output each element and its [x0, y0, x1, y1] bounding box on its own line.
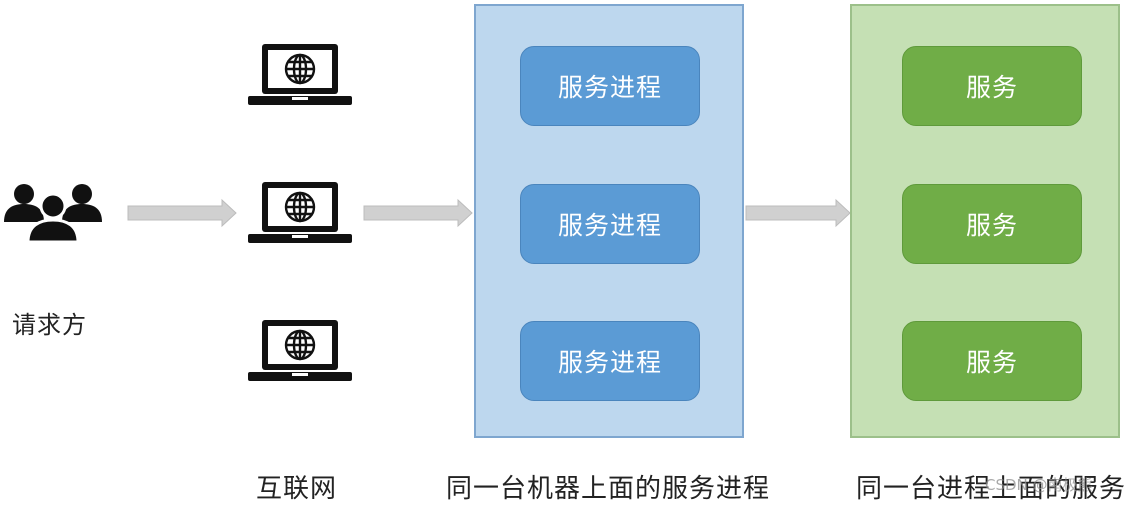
service-process-box: 服务进程 [520, 46, 700, 126]
process-panel-caption: 同一台机器上面的服务进程 [446, 474, 771, 504]
service-process-box: 服务进程 [520, 321, 700, 401]
laptop-globe-icon [248, 320, 352, 381]
service-panel-caption: 同一台进程上面的服务 [856, 474, 1125, 504]
users-group-icon [4, 184, 102, 244]
flow-arrow [363, 198, 473, 228]
flow-arrow [745, 198, 851, 228]
service-process-box: 服务进程 [520, 184, 700, 264]
service-panel: 服务 服务 服务 [850, 4, 1120, 438]
service-box: 服务 [902, 184, 1082, 264]
service-box: 服务 [902, 46, 1082, 126]
flow-arrow [127, 198, 237, 228]
requester-label: 请求方 [12, 311, 87, 339]
watermark: CSDN @南极熊 [985, 476, 1093, 494]
service-box: 服务 [902, 321, 1082, 401]
process-panel: 服务进程 服务进程 服务进程 [474, 4, 744, 438]
internet-caption: 互联网 [256, 474, 338, 504]
laptop-globe-icon [248, 182, 352, 243]
laptop-globe-icon [248, 44, 352, 105]
